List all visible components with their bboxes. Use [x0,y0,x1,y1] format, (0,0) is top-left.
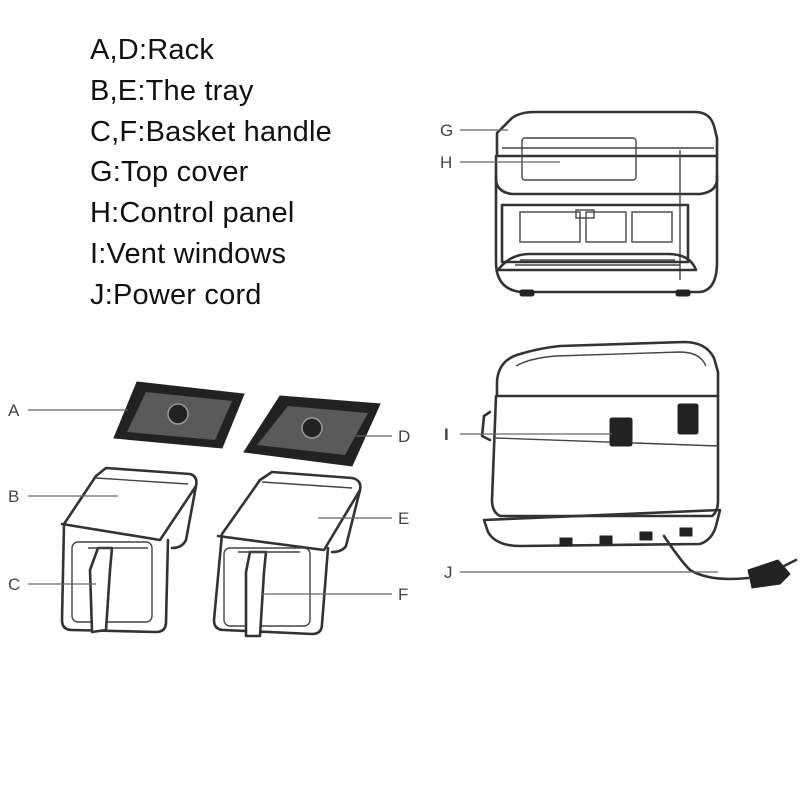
legend-item-power-cord: J:Power cord [90,278,262,311]
legend-item-rack: A,D:Rack [90,34,215,66]
basket-left [60,466,198,634]
rack-d [243,395,381,467]
callout-a: A [8,401,20,420]
callout-b: B [8,487,19,506]
callout-i: I [444,425,449,444]
rack-a [113,381,245,449]
legend-item-control-panel: H:Control panel [90,197,295,230]
callout-c: C [8,575,20,594]
parts-legend: A,D:Rack B,E:The tray C,F:Basket handle … [90,30,332,316]
callout-g: G [440,121,453,140]
callout-j: J [444,563,453,582]
legend-item-vent-windows: I:Vent windows [90,237,287,270]
legend-item-basket-handle: C,F:Basket handle [90,115,332,148]
callout-h: H [440,153,452,172]
callout-f: F [398,585,408,604]
callout-e: E [398,509,409,528]
legend-item-top-cover: G:Top cover [90,156,249,189]
callout-d: D [398,427,410,446]
legend-item-tray: B,E:The tray [90,74,254,107]
air-fryer-rear-view [480,340,798,589]
air-fryer-front-view [494,110,719,297]
basket-right [212,470,362,638]
